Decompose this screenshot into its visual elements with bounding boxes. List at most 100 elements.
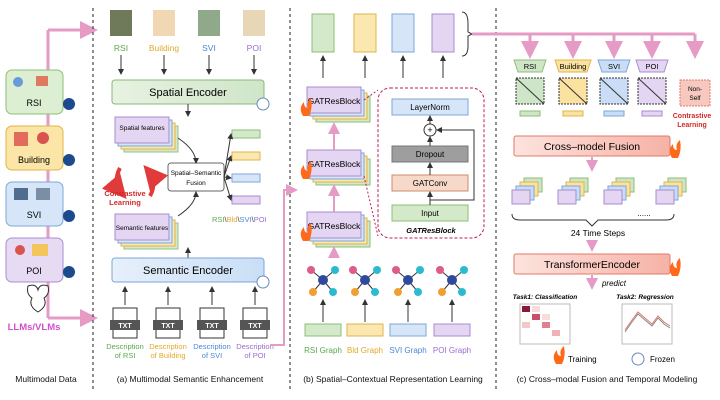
txt-label-poi: TXT: [248, 323, 262, 330]
img-label-rsi: RSI: [114, 43, 128, 53]
rsi-label: RSI: [26, 98, 41, 108]
cm-cell-6: [542, 314, 550, 320]
detail-connector-top: [363, 89, 379, 101]
gat-bot-layer-1: [306, 211, 362, 239]
map-pin-icon: [37, 132, 49, 144]
desc-rsi-2: of RSI: [115, 351, 136, 360]
panel-b: GATResBlock GATResBlock GATResBlock Laye…: [270, 11, 485, 384]
matrix-svi-diagonal: [599, 77, 629, 105]
token-poi: [641, 110, 663, 117]
semantic-features-label: Semantic features: [116, 225, 169, 232]
tag-building-label: Building: [560, 62, 587, 71]
graph-icons: [307, 266, 468, 322]
building-icon: [14, 132, 28, 146]
modal-list-poi: POI: [254, 215, 267, 224]
fused-vector-svi: [231, 173, 261, 183]
database-icon-poi: [63, 266, 75, 278]
graph-feature-poi: [433, 323, 471, 337]
gat-top-label: GATResBlock: [308, 96, 361, 106]
contrastive-arrow-up: [143, 164, 169, 197]
graph-svi-node-3: [394, 288, 402, 296]
svi-image: [198, 10, 220, 36]
contrastive-label-c-1: Contrastive: [673, 113, 712, 120]
residual-skip-arrow: [430, 127, 475, 201]
poi-map-icon: [32, 244, 48, 256]
semantic-feature-layer-1: [114, 213, 170, 241]
rsi-image: [110, 10, 132, 36]
database-icon-svi: [63, 210, 75, 222]
poi-image: [243, 10, 265, 36]
llama-icon: [27, 284, 49, 313]
graph-feature-bld: [346, 323, 384, 337]
token-building: [562, 110, 584, 117]
fire-icon-gat-mid: [300, 161, 312, 179]
graph-feature-svi: [389, 323, 427, 337]
non-self-label-1: Non-: [688, 86, 702, 93]
token-rsi: [519, 110, 541, 117]
output-vector-poi: [431, 13, 455, 53]
tag-poi: [635, 59, 669, 73]
graph-bld-node-2: [373, 266, 381, 274]
gat-bot-label: GATResBlock: [308, 221, 361, 231]
arrow-fusion-poi: [223, 176, 233, 201]
desc-svi-2: of SVI: [202, 351, 222, 360]
time-step-brace: [511, 213, 675, 227]
contrastive-label-c-2: Learning: [677, 122, 707, 129]
arrow-semantic-to-fusion: [177, 191, 199, 217]
input-label: Input: [421, 209, 440, 218]
img-label-building: Building: [149, 43, 180, 53]
cm-cell-5: [532, 306, 540, 312]
transformer-encoder-box: [513, 253, 671, 275]
contrastive-label-a-2: Learning: [109, 198, 141, 207]
contrastive-label-a-1: Contrastive: [104, 189, 145, 198]
output-vector-svi: [391, 13, 415, 53]
output-brace: [461, 11, 474, 57]
tag-rsi: [513, 59, 547, 73]
arrow-fusion-building: [223, 155, 233, 178]
desc-rsi-1: Description: [106, 342, 144, 351]
residual-add-label: +: [427, 125, 432, 135]
left-caption: Multimodal Data: [15, 374, 77, 384]
tag-svi-label: SVI: [608, 62, 620, 71]
llm-label: LLMs/VLMs: [8, 322, 61, 333]
fused-vector-poi: [231, 195, 261, 205]
fire-icon-gat-bot: [300, 223, 312, 241]
matrix-building-diagonal: [558, 77, 588, 105]
fire-icon-transformer: [669, 258, 681, 276]
time-steps-label: 24 Time Steps: [571, 228, 625, 238]
confusion-matrix: [519, 303, 571, 345]
graph-rsi-node-3: [309, 288, 317, 296]
txt-band-building: [153, 320, 183, 330]
desc-svi-1: Description: [193, 342, 231, 351]
arrow-spatial-to-fusion: [177, 137, 199, 164]
txt-band-rsi: [110, 320, 140, 330]
gatresblock-mid: GATResBlock: [300, 149, 371, 186]
task1-label: Task1: Classification: [513, 294, 577, 301]
tag-svi: [597, 59, 631, 73]
graph-bld-node-3: [351, 288, 359, 296]
gatconv-label: GATConv: [413, 179, 448, 188]
graph-label-poi: POI Graph: [433, 346, 471, 355]
dropout-label: Dropout: [416, 150, 445, 159]
regression-line-pred: [624, 311, 671, 331]
modal-list-rsi: RSI: [212, 215, 225, 224]
contrastive-arrow-down: [101, 167, 127, 200]
legend-fire-icon: [553, 346, 565, 364]
ts2-layer-1: [557, 189, 577, 205]
graph-rsi-node-2: [331, 266, 339, 274]
arrow-fusion-rsi: [223, 133, 234, 178]
spatial-encoder-label: Spatial Encoder: [149, 87, 227, 99]
txt-label-building: TXT: [161, 323, 175, 330]
graph-poi: [436, 266, 468, 296]
regression-line-true: [624, 313, 671, 333]
camera-icon: [36, 188, 50, 200]
txt-documents: TXT TXT TXT TXT: [110, 286, 270, 339]
frozen-icon-spatial: [256, 97, 270, 111]
output-vector-rsi: [311, 13, 335, 53]
img-label-svi: SVI: [202, 43, 216, 53]
cross-model-fusion-label: Cross–model Fusion: [544, 141, 640, 153]
cm-cell-4: [552, 330, 560, 336]
semantic-encoder-box: [111, 257, 265, 283]
graph-label-bld: Bld Graph: [347, 346, 383, 355]
